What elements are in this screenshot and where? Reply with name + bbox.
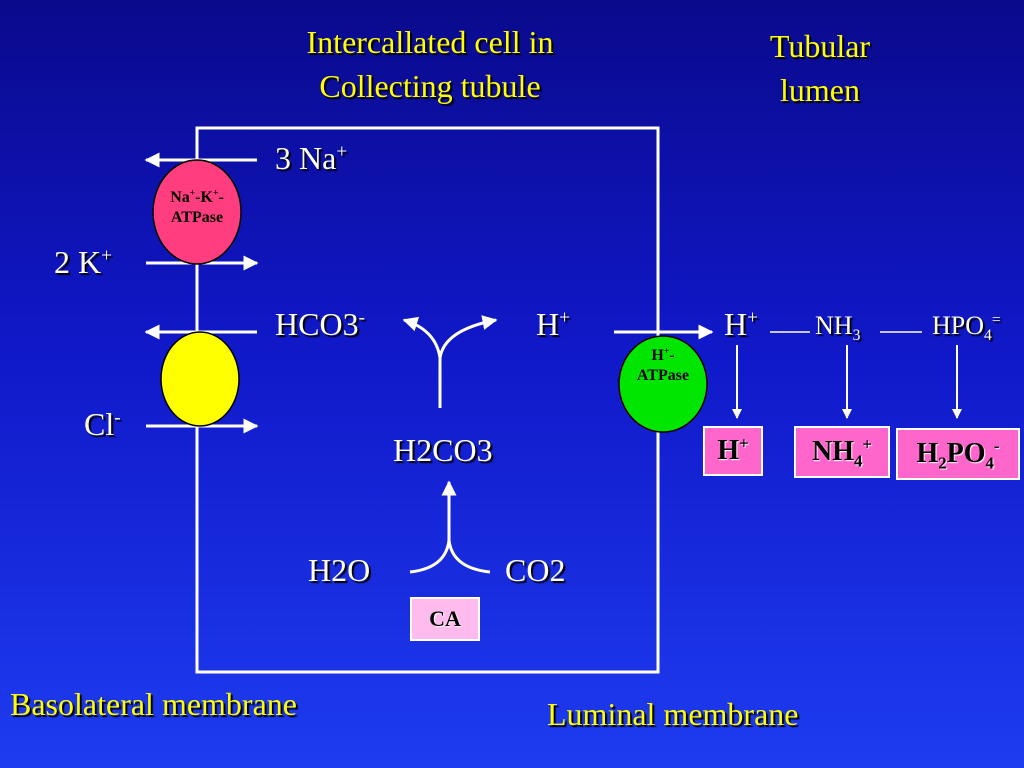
h-pump-label: H+- ATPase [619, 346, 707, 386]
basolateral-membrane-label: Basolateral membrane [10, 686, 297, 722]
h-lumen-label: H+ [724, 306, 758, 342]
formation-right-curve [447, 539, 491, 574]
h-product-box: H+ [703, 426, 763, 476]
nak-pump-label: Na+-K+- ATPase [153, 188, 241, 228]
h-atpase-pump [618, 335, 708, 433]
na-label: 3 Na+ [275, 140, 348, 176]
lumen-title-line2: lumen [780, 72, 860, 108]
cl-label: Cl- [84, 406, 121, 442]
nh4-product-box: NH4+ [794, 426, 890, 478]
nak-pump-label-line1: Na+-K+- [170, 187, 224, 206]
ca-label: CA [429, 606, 461, 631]
lumen-title: Tubular lumen [720, 24, 920, 112]
co2-label: CO2 [505, 552, 566, 588]
formation-left-curve [409, 539, 451, 574]
h-cell-label: H+ [536, 306, 570, 342]
cell-boundary [195, 126, 660, 674]
lumen-title-line1: Tubular [769, 28, 871, 64]
cell-title-line2: Collecting tubule [319, 68, 541, 104]
cell-title: Intercallated cell in Collecting tubule [250, 20, 610, 108]
ca-enzyme-box: CA [410, 597, 480, 641]
h-pump-label-line1: H+- [651, 345, 675, 364]
h2po4-product-box: H2PO4- [896, 428, 1020, 480]
cell-title-line1: Intercallated cell in [306, 24, 554, 60]
hco3-label: HCO3- [275, 306, 365, 342]
h2co3-label: H2CO3 [393, 432, 493, 468]
nh3-label: NH3 [815, 311, 861, 345]
luminal-membrane-label: Luminal membrane [547, 696, 799, 732]
k-label: 2 K+ [54, 244, 112, 280]
dissociation-left-arrow [402, 316, 442, 359]
nak-atpase-pump [152, 159, 242, 265]
hpo4-label: HPO4= [932, 311, 1001, 345]
h-pump-label-line2: ATPase [636, 367, 690, 384]
cl-hco3-exchanger [160, 331, 240, 427]
nak-pump-label-line2: ATPase [170, 209, 224, 226]
h2o-label: H2O [308, 552, 371, 588]
dissociation-right-arrow [438, 315, 498, 359]
